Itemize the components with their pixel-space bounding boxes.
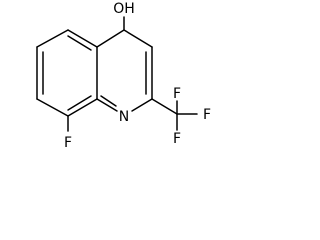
bond — [36, 98, 69, 117]
benzene-ring — [36, 29, 98, 117]
bond — [96, 98, 118, 112]
bond — [96, 29, 125, 48]
bond — [131, 98, 153, 112]
double-bond-inner — [100, 95, 117, 107]
bond — [123, 29, 153, 48]
chemical-structure: OH N F F F F — [36, 1, 211, 151]
nitrogen-label: N — [119, 109, 129, 125]
bond-cf3 — [151, 98, 178, 115]
fluorine-ring-label: F — [64, 135, 72, 151]
bond — [67, 29, 98, 48]
double-bond-inner — [67, 35, 92, 51]
fluorine-bottom-label: F — [173, 131, 181, 147]
fluorine-right-label: F — [203, 107, 211, 123]
pyridine-ring — [96, 29, 153, 112]
double-bond-inner — [67, 95, 92, 111]
bond — [36, 29, 69, 48]
bond — [67, 98, 98, 117]
hydroxyl-label: OH — [113, 1, 135, 17]
structure-canvas: OH N F F F F — [36, 1, 211, 151]
fluorine-top-label: F — [173, 86, 181, 102]
